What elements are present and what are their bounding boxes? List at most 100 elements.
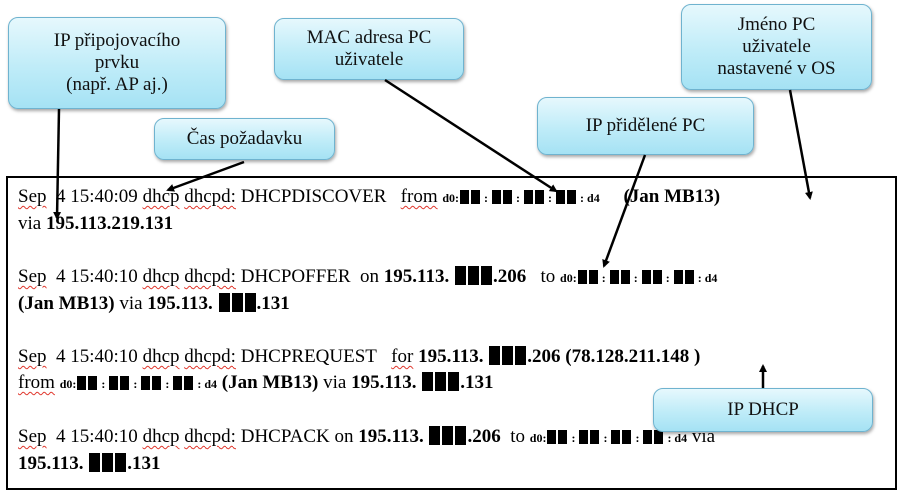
- redaction-block: [115, 453, 127, 472]
- log-day: 4: [56, 426, 66, 447]
- redaction-block: [567, 190, 577, 204]
- mac-suffix: : d4: [697, 271, 718, 285]
- log-daemon: dhcpd:: [184, 426, 236, 447]
- callout-text: uživatele: [334, 49, 404, 70]
- relay-ip: 195.113. .131: [351, 372, 494, 393]
- log-message-type: DHCPOFFER: [240, 266, 351, 287]
- redaction-block: [503, 190, 513, 204]
- log-for-label: for: [391, 346, 414, 367]
- redaction-block: [492, 190, 502, 204]
- log-via-label: via: [119, 293, 143, 314]
- redaction-block: [422, 372, 434, 391]
- redaction-block: [460, 190, 470, 204]
- log-entry-request: Sep 4 15:40:10 dhcp dhcpd: DHCPREQUEST f…: [18, 344, 888, 397]
- redaction-block: [481, 266, 492, 285]
- log-month: Sep: [18, 426, 47, 447]
- redaction-block: [590, 430, 600, 444]
- requested-ip: 195.113. .206: [418, 346, 561, 367]
- ip-prefix: 195.113.: [358, 426, 424, 447]
- redaction-block: [558, 430, 568, 444]
- log-day: 4: [56, 186, 66, 207]
- redaction-block: [141, 376, 151, 390]
- mac-address-redacted: d0: : : : : d4: [59, 376, 218, 391]
- log-on-label: on: [360, 266, 380, 287]
- log-host: dhcp: [142, 346, 180, 367]
- redaction-block: [515, 346, 527, 365]
- callout-text: MAC adresa PC: [306, 27, 432, 48]
- mac-suffix: : d4: [667, 431, 688, 445]
- assigned-ip: 195.113. .206: [358, 426, 501, 447]
- mac-suffix: : d4: [580, 191, 600, 205]
- callout-text: IP DHCP: [727, 399, 799, 420]
- ip-suffix: .131: [460, 372, 494, 393]
- log-to-label: to: [510, 426, 526, 447]
- redaction-block: [547, 430, 557, 444]
- callout-text: Čas požadavku: [186, 128, 303, 149]
- log-entry-offer: Sep 4 15:40:10 dhcp dhcpd: DHCPOFFER on …: [18, 264, 888, 317]
- mac-address-redacted: d0: : : : : d4: [560, 270, 718, 285]
- redaction-block: [622, 430, 632, 444]
- log-entry-discover: Sep 4 15:40:09 dhcp dhcpd: DHCPDISCOVER …: [18, 184, 888, 237]
- log-to-label: to: [540, 266, 556, 287]
- callout-text: nastavené v OS: [717, 58, 836, 79]
- redaction-block: [620, 270, 630, 284]
- redaction-block: [102, 453, 114, 472]
- log-daemon: dhcpd:: [184, 186, 236, 207]
- log-time: 15:40:10: [70, 266, 138, 287]
- mac-prefix: d0:: [59, 377, 77, 391]
- redaction-block: [535, 190, 545, 204]
- redaction-block: [489, 346, 501, 365]
- callout-request-time: Čas požadavku: [154, 118, 335, 160]
- callout-text: IP připojovacího: [53, 30, 181, 51]
- ip-suffix: .206: [527, 346, 561, 367]
- callout-dhcp-ip: IP DHCP: [653, 388, 873, 432]
- redaction-block: [218, 293, 230, 312]
- dhcp-server-ip: (78.128.211.148 ): [565, 346, 701, 367]
- redaction-block: [654, 430, 664, 444]
- relay-ip: 195.113. .131: [147, 293, 290, 314]
- relay-ip: 195.113. .131: [18, 453, 160, 474]
- redaction-block: [641, 270, 651, 284]
- redaction-block: [455, 426, 467, 445]
- redaction-block: [77, 376, 87, 390]
- log-time: 15:40:09: [70, 186, 138, 207]
- callout-text: (např. AP aj.): [66, 74, 168, 95]
- redaction-block: [88, 376, 98, 390]
- callout-text: IP přidělené PC: [585, 115, 706, 136]
- redaction-block: [579, 430, 589, 444]
- mac-prefix: d0:: [560, 271, 577, 285]
- assigned-ip: 195.113. .206: [384, 266, 526, 287]
- dhcp-log-box: Sep 4 15:40:09 dhcp dhcpd: DHCPDISCOVER …: [6, 176, 897, 490]
- mac-address-redacted: d0: : : : : d4: [529, 430, 688, 445]
- log-host: dhcp: [142, 266, 180, 287]
- ip-suffix: .131: [256, 293, 290, 314]
- redaction-block: [643, 430, 653, 444]
- ip-prefix: 195.113.: [383, 266, 450, 287]
- redaction-block: [588, 270, 598, 284]
- redaction-block: [109, 376, 119, 390]
- redaction-block: [184, 376, 194, 390]
- log-month: Sep: [18, 266, 47, 287]
- callout-mac-address: MAC adresa PC uživatele: [274, 18, 464, 80]
- log-daemon: dhcpd:: [184, 266, 236, 287]
- ip-suffix: .206: [467, 426, 501, 447]
- redaction-block: [120, 376, 130, 390]
- relay-ip: 195.113.219.131: [45, 213, 174, 234]
- log-message-type: DHCPACK: [240, 426, 330, 447]
- redaction-block: [448, 372, 460, 391]
- log-month: Sep: [18, 186, 47, 207]
- log-message-type: DHCPREQUEST: [240, 346, 377, 367]
- callout-ap-ip: IP připojovacího prvku (např. AP aj.): [8, 17, 226, 109]
- redaction-block: [524, 190, 534, 204]
- callout-pc-name: Jméno PC uživatele nastavené v OS: [681, 4, 872, 90]
- log-via-label: via: [323, 372, 347, 393]
- redaction-block: [468, 266, 479, 285]
- ip-prefix: 195.113.: [418, 346, 484, 367]
- mac-prefix: d0:: [529, 431, 547, 445]
- redaction-block: [231, 293, 243, 312]
- log-month: Sep: [18, 346, 47, 367]
- redaction-block: [442, 426, 454, 445]
- redaction-block: [455, 266, 466, 285]
- log-on-label: on: [334, 426, 354, 447]
- redaction-block: [89, 453, 101, 472]
